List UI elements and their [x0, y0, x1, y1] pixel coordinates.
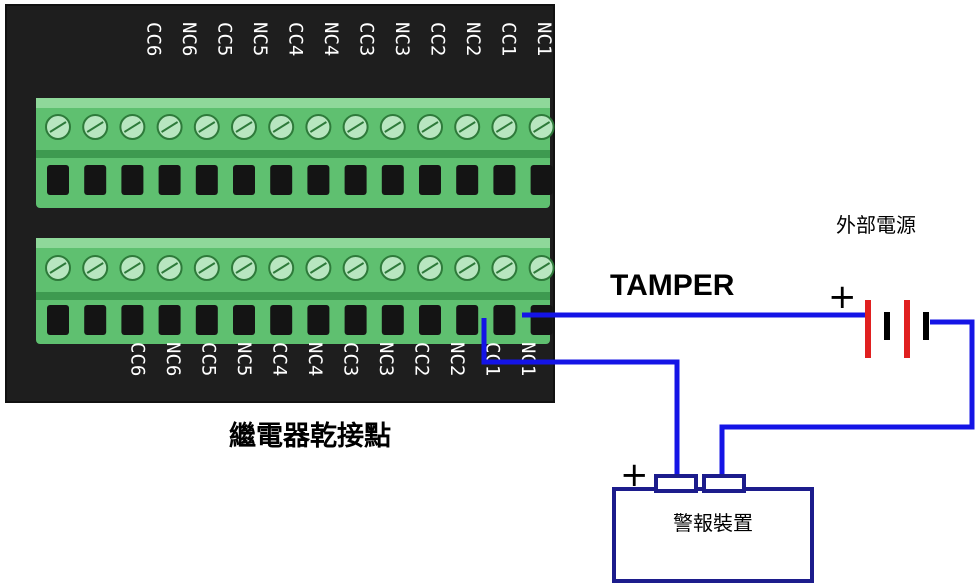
- top-terminal-wire-hole: [47, 165, 69, 195]
- top-terminal-wire-hole: [195, 165, 218, 195]
- top-terminal-screw-slot: [458, 121, 476, 133]
- top-terminal-wire-hole: [121, 165, 144, 195]
- top-terminal-screw-slot: [198, 121, 216, 133]
- alarm-plus-sign: +: [620, 455, 649, 495]
- bottom-terminal-wire-hole: [307, 305, 330, 335]
- bottom-terminal-screw-slot: [235, 262, 253, 274]
- top-terminal-label: NC1: [533, 22, 555, 56]
- wires: [481, 312, 975, 475]
- bottom-terminal-screw-slot: [86, 262, 104, 274]
- bottom-terminal-screw-slot: [198, 262, 216, 274]
- top-terminal-screw-slot: [49, 121, 67, 133]
- top-terminal-labels: NC1 CC1 NC2 CC2 NC3 CC3 NC4 CC4 NC5 CC5 NC6 CC6: [143, 22, 556, 56]
- bottom-terminal-wire-hole: [344, 305, 367, 335]
- bottom-terminal-label: CC1: [482, 342, 504, 376]
- top-terminal-screw-slot: [384, 121, 402, 133]
- bottom-terminal-label: CC3: [340, 342, 362, 376]
- top-terminal-wire-hole: [270, 165, 293, 195]
- top-terminal-screw-slot: [421, 121, 439, 133]
- bottom-terminal-screw-slot: [49, 262, 67, 274]
- bottom-terminal-screw-slot: [421, 262, 439, 274]
- bottom-terminal-wire-hole: [233, 305, 255, 335]
- top-terminal-wire-hole: [381, 165, 404, 195]
- bottom-terminal-screw-slot: [309, 262, 327, 274]
- bottom-terminal-label: NC5: [233, 342, 255, 376]
- top-terminal-label: CC4: [285, 22, 307, 56]
- bottom-terminal-wire-hole: [84, 305, 107, 335]
- relay-dry-contact-caption: 繼電器乾接點: [229, 420, 391, 452]
- bottom-terminal-label: CC2: [411, 342, 433, 376]
- bottom-terminal-label: NC3: [375, 342, 397, 376]
- top-terminal-wire-hole: [307, 165, 330, 195]
- top-terminal-screw-slot: [495, 121, 513, 133]
- bottom-terminal-labels: NC1 CC1 NC2 CC2 NC3 CC3 NC4 CC4 NC5 CC5 NC6 CC6: [127, 342, 540, 376]
- alarm-device-label: 警報裝置: [673, 511, 753, 535]
- bottom-terminal-label: NC6: [162, 342, 184, 376]
- bottom-terminal-screw-slot: [384, 262, 402, 274]
- top-terminal-label: CC3: [356, 22, 378, 56]
- bottom-terminal-wire-hole: [456, 305, 479, 335]
- top-terminal-screw-slot: [123, 121, 141, 133]
- top-terminal-label: NC3: [391, 22, 413, 56]
- top-terminal-wire-hole: [84, 165, 107, 195]
- bottom-terminal-label: CC6: [127, 342, 149, 376]
- alarm-device: [612, 474, 814, 583]
- top-terminal-wire-hole: [344, 165, 367, 195]
- bottom-terminal-screw-slot: [458, 262, 476, 274]
- external-power-label: 外部電源: [836, 213, 916, 237]
- battery-plus-sign: +: [828, 277, 857, 317]
- top-terminal-screw-slot: [347, 121, 365, 133]
- top-terminal-wire-hole: [530, 165, 553, 195]
- top-terminal-label: NC6: [178, 22, 200, 56]
- bottom-terminal-label: CC4: [269, 342, 291, 376]
- top-terminal-screw-slot: [86, 121, 104, 133]
- wire-power-to-alarm: [719, 319, 975, 475]
- top-terminal-wire-hole: [456, 165, 479, 195]
- top-terminal-screw-slot: [309, 121, 327, 133]
- bottom-terminal-wire-hole: [158, 305, 181, 335]
- tamper-label: TAMPER: [610, 269, 735, 302]
- bottom-terminal-wire-hole: [270, 305, 293, 335]
- battery-symbol: [865, 300, 929, 358]
- bottom-terminal-wire-hole: [530, 305, 553, 335]
- top-terminal-screw-slot: [272, 121, 290, 133]
- bottom-terminal-wire-hole: [381, 305, 404, 335]
- top-terminal-wire-hole: [233, 165, 255, 195]
- bottom-terminal-block: [36, 238, 555, 344]
- bottom-terminal-label: NC1: [517, 342, 539, 376]
- bottom-terminal-screw-slot: [123, 262, 141, 274]
- bottom-terminal-wire-hole: [47, 305, 69, 335]
- bottom-terminal-wire-hole: [121, 305, 144, 335]
- bottom-terminal-screw-slot: [161, 262, 179, 274]
- top-terminal-label: NC2: [462, 22, 484, 56]
- bottom-terminal-wire-hole: [195, 305, 218, 335]
- top-terminal-label: NC5: [249, 22, 271, 56]
- top-terminal-label: CC1: [498, 22, 520, 56]
- bottom-terminal-wire-hole: [419, 305, 441, 335]
- bottom-terminal-screw-slot: [272, 262, 290, 274]
- wire-cc1-to-alarm: [481, 318, 680, 475]
- bottom-terminal-wire-hole: [493, 305, 516, 335]
- top-terminal-wire-hole: [419, 165, 441, 195]
- bottom-terminal-screw-slot: [533, 262, 551, 274]
- top-terminal-wire-hole: [493, 165, 516, 195]
- bottom-terminal-label: NC4: [304, 342, 326, 376]
- bottom-terminal-screw-slot: [347, 262, 365, 274]
- alarm-minus-terminal: [702, 474, 746, 493]
- top-terminal-screw-slot: [235, 121, 253, 133]
- bottom-terminal-screw-slot: [495, 262, 513, 274]
- top-terminal-label: CC6: [143, 22, 165, 56]
- top-terminal-label: CC2: [427, 22, 449, 56]
- top-terminal-screw-slot: [161, 121, 179, 133]
- bottom-terminal-label: NC2: [446, 342, 468, 376]
- alarm-plus-terminal: [654, 474, 698, 493]
- bottom-terminal-label: CC5: [198, 342, 220, 376]
- top-terminal-label: NC4: [320, 22, 342, 56]
- top-terminal-wire-hole: [158, 165, 181, 195]
- top-terminal-screw-slot: [533, 121, 551, 133]
- top-terminal-block: [36, 98, 555, 208]
- top-terminal-label: CC5: [214, 22, 236, 56]
